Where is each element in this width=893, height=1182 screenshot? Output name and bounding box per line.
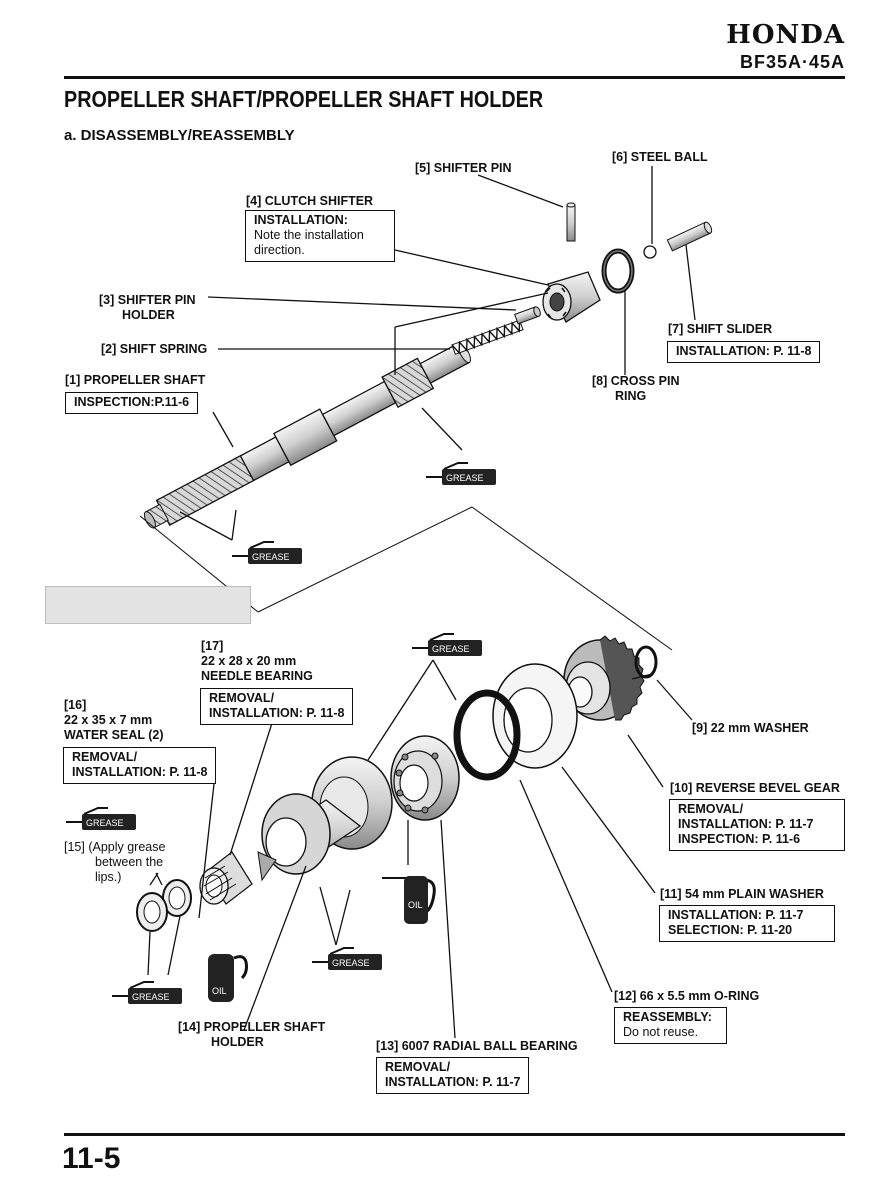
label-needle-bearing: NEEDLE BEARING	[201, 669, 313, 683]
label-shaft-holder-2: HOLDER	[211, 1035, 264, 1049]
box-line: REMOVAL/	[209, 691, 275, 705]
steel-ball	[643, 245, 657, 259]
label-plain-washer: [11] 54 mm PLAIN WASHER	[660, 887, 824, 901]
label-shift-spring: [2] SHIFT SPRING	[101, 342, 208, 356]
label-propeller-shaft: [1] PROPELLER SHAFT	[65, 373, 206, 387]
lower-leaders	[147, 509, 693, 1039]
clutch-shifter	[542, 271, 601, 323]
plain-washer-54mm	[492, 663, 578, 769]
box-reverse-bevel-gear: REMOVAL/ INSTALLATION: P. 11-7 INSPECTIO…	[669, 799, 845, 851]
label-shaft-holder: [14] PROPELLER SHAFT	[178, 1020, 326, 1034]
label-clutch-shifter: [4] CLUTCH SHIFTER	[246, 194, 374, 208]
model-name: BF35A·45A	[739, 52, 845, 72]
shifter-pin-holder	[514, 306, 541, 325]
box-line: REMOVAL/	[72, 750, 138, 764]
box-line: REMOVAL/	[678, 802, 744, 816]
grease-icon: GREASE	[310, 946, 384, 972]
label-water-seal-size: 22 x 35 x 7 mm	[64, 713, 153, 727]
page-number: 11-5	[62, 1142, 121, 1175]
needle-bearing	[199, 851, 253, 905]
label-water-seal: WATER SEAL (2)	[64, 728, 164, 742]
label-shifter-pin-holder: [3] SHIFTER PIN	[99, 293, 196, 307]
label-needle-bearing-size: 22 x 28 x 20 mm	[201, 654, 297, 668]
label-shift-slider: [7] SHIFT SLIDER	[668, 322, 773, 336]
box-o-ring: REASSEMBLY: Do not reuse.	[614, 1007, 727, 1044]
box-shift-slider: INSTALLATION: P. 11-8	[667, 341, 821, 363]
box-line: Do not reuse.	[623, 1025, 699, 1039]
label-shifter-pin: [5] SHIFTER PIN	[415, 161, 512, 175]
grease-icon-label: GREASE	[332, 958, 370, 968]
grease-icon-label: GREASE	[432, 644, 470, 654]
label-water-seal-num: [16]	[64, 698, 87, 712]
upper-leaders	[207, 166, 696, 451]
label-reverse-bevel-gear: [10] REVERSE BEVEL GEAR	[670, 781, 840, 795]
grease-icon-label: GREASE	[132, 992, 170, 1002]
label-apply-grease-3: lips.)	[95, 870, 122, 884]
label-shifter-pin-holder-2: HOLDER	[122, 308, 175, 322]
box-title: REASSEMBLY:	[623, 1010, 712, 1024]
grease-icon: GREASE	[410, 632, 484, 658]
propeller-shaft-holder	[257, 756, 393, 882]
box-text: INSPECTION:P.11-6	[74, 395, 190, 409]
oil-icon: OIL	[204, 950, 252, 1004]
label-o-ring: [12] 66 x 5.5 mm O-RING	[614, 989, 760, 1003]
shift-slider	[666, 221, 713, 252]
shift-spring	[451, 319, 524, 355]
honda-logo: HONDA	[726, 20, 845, 50]
footer-rule	[64, 1133, 845, 1136]
label-washer-22mm: [9] 22 mm WASHER	[692, 721, 809, 735]
box-clutch-shifter: INSTALLATION: Note the installation dire…	[245, 210, 395, 262]
box-radial-ball-bearing: REMOVAL/ INSTALLATION: P. 11-7	[376, 1057, 530, 1094]
grease-icon: GREASE	[424, 461, 498, 487]
box-line: INSPECTION: P. 11-6	[678, 832, 801, 846]
page-title: PROPELLER SHAFT/PROPELLER SHAFT HOLDER	[64, 86, 544, 112]
label-cross-pin-ring: [8] CROSS PIN	[592, 374, 680, 388]
box-line: direction.	[254, 243, 305, 257]
radial-ball-bearing	[390, 735, 460, 821]
label-needle-bearing-num: [17]	[201, 639, 224, 653]
gray-panel	[45, 586, 251, 624]
grease-icon: GREASE	[110, 980, 184, 1006]
reverse-bevel-gear	[563, 635, 645, 721]
label-apply-grease: [15] (Apply grease	[64, 840, 166, 854]
section-subtitle: a. DISASSEMBLY/REASSEMBLY	[64, 127, 295, 144]
label-cross-pin-ring-2: RING	[615, 389, 647, 403]
box-plain-washer: INSTALLATION: P. 11-7 SELECTION: P. 11-2…	[659, 905, 835, 942]
box-line: INSTALLATION: P. 11-8	[72, 765, 208, 779]
box-line: INSTALLATION: P. 11-7	[678, 817, 814, 831]
propeller-shaft	[143, 342, 471, 529]
box-propeller-shaft: INSPECTION:P.11-6	[65, 392, 199, 414]
box-line: INSTALLATION: P. 11-7	[668, 908, 804, 922]
box-line: INSTALLATION: P. 11-8	[209, 706, 345, 720]
box-text: INSTALLATION: P. 11-8	[676, 344, 812, 358]
grease-icon-label: GREASE	[446, 473, 484, 483]
perspective-lines	[139, 506, 673, 651]
box-needle-bearing: REMOVAL/ INSTALLATION: P. 11-8	[200, 688, 354, 725]
grease-icon: GREASE	[64, 806, 138, 832]
box-title: INSTALLATION:	[254, 213, 348, 227]
box-line: REMOVAL/	[385, 1060, 451, 1074]
cross-pin-ring	[601, 248, 635, 294]
water-seals	[136, 879, 192, 932]
oil-icon-label: OIL	[408, 900, 423, 910]
grease-icon: GREASE	[230, 540, 304, 566]
label-apply-grease-2: between the	[95, 855, 164, 869]
washer-22mm	[634, 645, 658, 679]
label-steel-ball: [6] STEEL BALL	[612, 150, 708, 164]
box-line: Note the installation	[254, 228, 364, 242]
grease-icon-label: GREASE	[86, 818, 124, 828]
box-line: INSTALLATION: P. 11-7	[385, 1075, 521, 1089]
oil-icon-label: OIL	[212, 986, 227, 996]
o-ring-66mm	[453, 689, 521, 781]
label-radial-ball-bearing: [13] 6007 RADIAL BALL BEARING	[376, 1039, 578, 1053]
header-rule	[64, 76, 845, 79]
oil-icon: OIL	[380, 868, 440, 926]
box-line: SELECTION: P. 11-20	[668, 923, 793, 937]
shifter-pin	[566, 202, 576, 242]
grease-icon-label: GREASE	[252, 552, 290, 562]
box-water-seal: REMOVAL/ INSTALLATION: P. 11-8	[63, 747, 217, 784]
